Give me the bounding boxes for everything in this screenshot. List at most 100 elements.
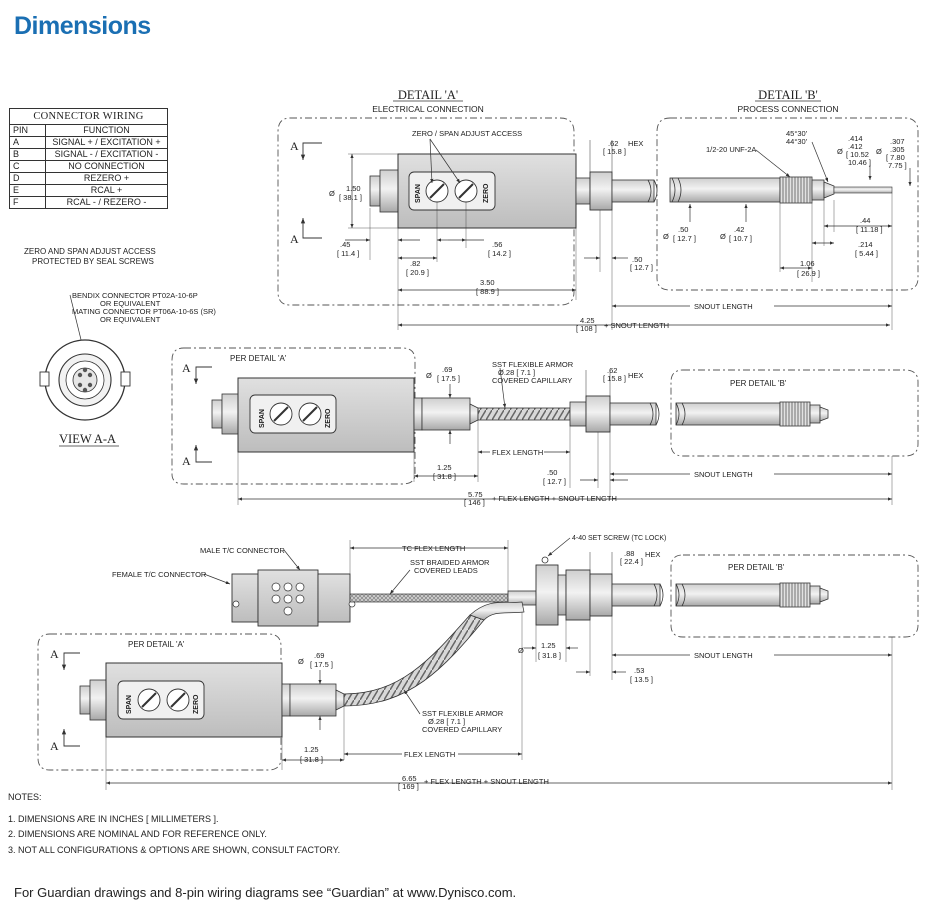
flex-length-label: FLEX LENGTH	[492, 448, 543, 457]
left-notes: ZERO AND SPAN ADJUST ACCESS PROTECTED BY…	[24, 247, 216, 361]
dim-ø: Ø	[298, 657, 304, 666]
dim-575: 5.75	[468, 490, 483, 499]
dim-ø: Ø	[837, 147, 843, 156]
detail-a: DETAIL 'A' ELECTRICAL CONNECTION A A SPA…	[277, 88, 890, 333]
dim-56: .56	[492, 240, 502, 249]
hex-dim: [ 15.8 ]	[603, 147, 626, 156]
flex-assembly: PER DETAIL 'A' A A SPAN ZERO PER DETAIL …	[171, 347, 919, 507]
dim-665: 6.65	[402, 774, 417, 783]
dim-m50: .50	[547, 468, 557, 477]
dim-53: .53	[634, 666, 644, 675]
dim-307-mm: [ 7.80	[886, 153, 905, 162]
detail-a-title: DETAIL 'A'	[398, 88, 458, 102]
dim-tc-125: 1.25	[541, 641, 556, 650]
dim-m50-mm: [ 12.7 ]	[543, 477, 566, 486]
armor-label: SST FLEXIBLE ARMOR	[492, 360, 574, 369]
zero-label: ZERO	[325, 408, 332, 428]
dim-ø: Ø	[663, 232, 669, 241]
note-item: 2. DIMENSIONS ARE NOMINAL AND FOR REFERE…	[8, 829, 267, 839]
dim-b-214-mm: [ 5.44 ]	[855, 249, 878, 258]
dim-350-mm: [ 88.9 ]	[476, 287, 499, 296]
dim-1-50-mm: [ 38.1 ]	[339, 193, 362, 202]
tc-assembly: MALE T/C CONNECTOR FEMALE T/C CONNECTOR …	[37, 535, 919, 791]
bendix-label: MATING CONNECTOR PT06A-10-6S (SR)	[72, 307, 216, 316]
dim-50: .50	[632, 255, 642, 264]
dim-45: .45	[340, 240, 350, 249]
dim-45-mm: [ 11.4 ]	[337, 249, 359, 258]
zero-label: ZERO	[193, 694, 200, 714]
dim-ø: Ø	[426, 371, 432, 380]
braid-label: COVERED LEADS	[414, 566, 478, 575]
zero-label: ZERO	[483, 183, 490, 203]
armor-label: Ø.28 [ 7.1 ]	[498, 368, 535, 377]
notes: NOTES: 1. DIMENSIONS ARE IN INCHES [ MIL…	[8, 790, 340, 858]
set-screw-label: 4-40 SET SCREW (TC LOCK)	[572, 535, 666, 542]
armor-label: COVERED CAPILLARY	[492, 376, 572, 385]
dim-575-mm: [ 146 ]	[464, 498, 485, 507]
hex-label: HEX	[628, 139, 643, 148]
dim-tc-b125-mm: [ 31.8 ]	[300, 755, 323, 764]
hex-dim: .88	[624, 549, 634, 558]
notes-heading: NOTES:	[8, 792, 42, 802]
hex-dim: [ 15.8 ]	[603, 374, 626, 383]
female-tc-label: FEMALE T/C CONNECTOR	[112, 570, 207, 579]
dim-307-mm: 7.75 ]	[888, 161, 907, 170]
dim-b-42-mm: [ 10.7 ]	[729, 234, 752, 243]
hex-dim: [ 22.4 ]	[620, 557, 643, 566]
section-marker: A	[182, 454, 191, 468]
dim-53-mm: [ 13.5 ]	[630, 675, 653, 684]
dim-82-mm: [ 20.9 ]	[406, 268, 429, 277]
armor-label: COVERED CAPILLARY	[422, 725, 502, 734]
dim-414: .414	[848, 134, 863, 143]
snout-length-label: SNOUT LENGTH	[694, 470, 753, 479]
armor-label: SST FLEXIBLE ARMOR	[422, 709, 504, 718]
section-marker: A	[182, 361, 191, 375]
bendix-label: BENDIX CONNECTOR PT02A-10-6P	[72, 291, 198, 300]
detail-b-subtitle: PROCESS CONNECTION	[737, 104, 838, 114]
dim-82: .82	[410, 259, 420, 268]
dim-665-suffix: + FLEX LENGTH + SNOUT LENGTH	[424, 777, 549, 786]
wiring-function: RCAL - / REZERO -	[45, 196, 168, 209]
zero-span-access-label: ZERO / SPAN ADJUST ACCESS	[412, 129, 522, 138]
dim-tc-69: .69	[314, 651, 324, 660]
angle-label: 45°30'	[786, 129, 808, 138]
per-detail-a-label: PER DETAIL 'A'	[230, 354, 287, 363]
dim-69: .69	[442, 365, 452, 374]
footer-text: For Guardian drawings and 8-pin wiring d…	[14, 885, 517, 900]
dim-b-214: .214	[858, 240, 873, 249]
dim-425: 4.25	[580, 316, 595, 325]
dim-b-44: .44	[860, 216, 870, 225]
dim-125-mm: [ 31.8 ]	[433, 472, 456, 481]
dim-b-50: .50	[678, 225, 688, 234]
dim-tc-125-mm: [ 31.8 ]	[538, 651, 561, 660]
dim-tc-b125: 1.25	[304, 745, 319, 754]
span-label: SPAN	[415, 184, 422, 203]
detail-b-title: DETAIL 'B'	[758, 88, 818, 102]
dim-ø: Ø	[720, 232, 726, 241]
zero-span-note: PROTECTED BY SEAL SCREWS	[32, 257, 154, 266]
view-a-a: VIEW A-A	[39, 339, 131, 447]
hex-label: HEX	[645, 550, 660, 559]
section-marker: A	[290, 232, 299, 246]
dim-425-mm: [ 108 ]	[576, 324, 597, 333]
dim-69-mm: [ 17.5 ]	[437, 374, 460, 383]
span-label: SPAN	[126, 695, 133, 714]
braid-label: SST BRAIDED ARMOR	[410, 558, 490, 567]
armor-label: Ø.28 [ 7.1 ]	[428, 717, 465, 726]
snout-length-label: SNOUT LENGTH	[694, 302, 753, 311]
male-tc-label: MALE T/C CONNECTOR	[200, 546, 285, 555]
dim-b-106: 1.06	[800, 259, 815, 268]
detail-b: DETAIL 'B' PROCESS CONNECTION 1/2-20 UNF…	[612, 88, 919, 330]
dim-ø: Ø	[518, 646, 524, 655]
bendix-label: OR EQUIVALENT	[100, 315, 161, 324]
section-marker: A	[290, 139, 299, 153]
page-title: Dimensions	[14, 12, 151, 40]
dim-412: .412	[848, 142, 863, 151]
dim-ø: Ø	[876, 147, 882, 156]
dim-b-106-mm: [ 26.9 ]	[797, 269, 820, 278]
